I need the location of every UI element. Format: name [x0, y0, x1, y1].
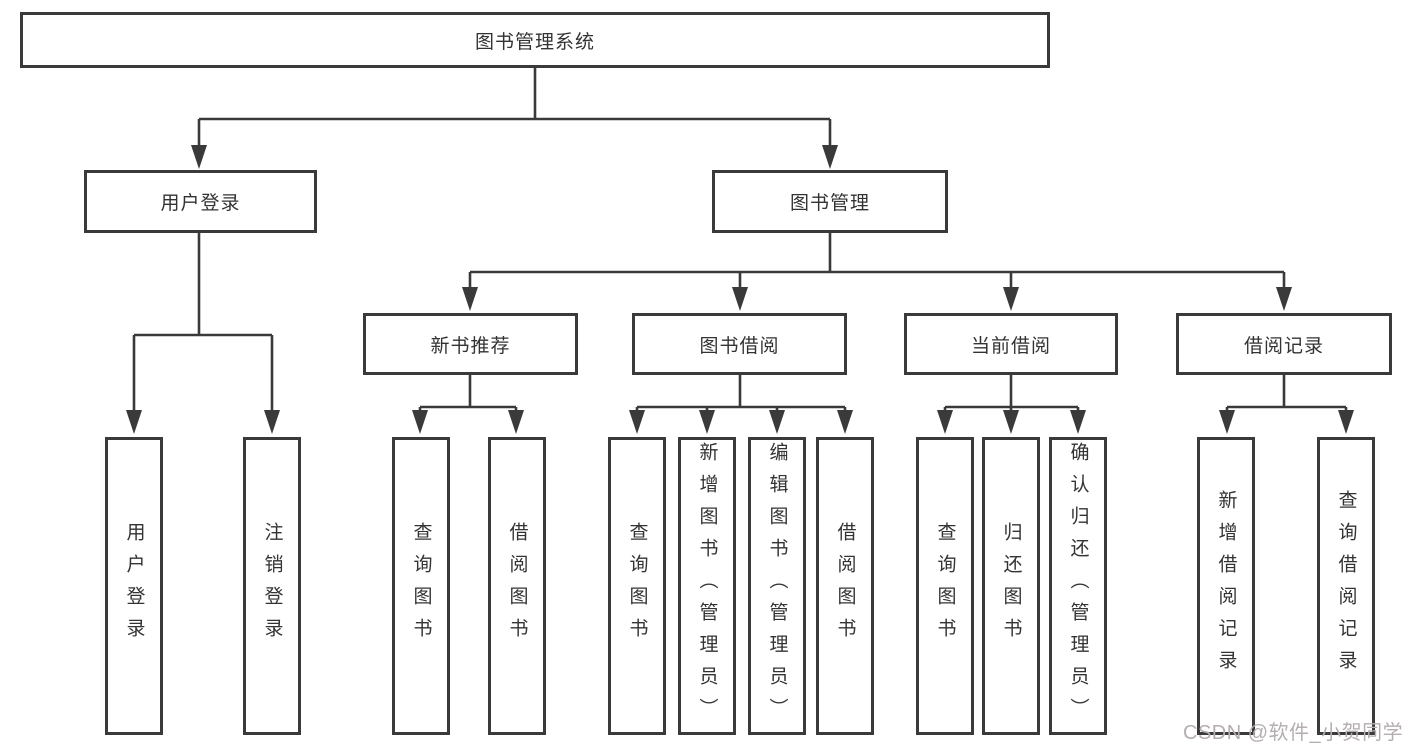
node-label: 查询图书	[410, 522, 432, 650]
connector-book-management-children	[468, 233, 1286, 290]
node-logout-leaf: 注销登录	[243, 437, 301, 735]
arrow-down-icon	[699, 410, 715, 434]
connector-book-borrowing-children	[635, 375, 847, 414]
node-label: 查询图书	[626, 522, 648, 650]
arrow-down-icon	[191, 145, 207, 169]
arrow-down-icon	[937, 410, 953, 434]
node-query-books-current: 查询图书	[916, 437, 974, 735]
arrow-down-icon	[508, 410, 524, 434]
node-system-root: 图书管理系统	[20, 12, 1050, 68]
arrow-down-icon	[629, 410, 645, 434]
arrow-down-icon	[1338, 410, 1354, 434]
connector-borrowing-records-children	[1225, 375, 1348, 414]
node-user-login-leaf: 用户登录	[105, 437, 163, 735]
node-label: 新增借阅记录	[1215, 490, 1237, 682]
node-add-borrow-record: 新增借阅记录	[1197, 437, 1255, 735]
connector-user-login-children	[132, 233, 274, 412]
arrow-down-icon	[837, 410, 853, 434]
node-label: 归还图书	[1000, 522, 1022, 650]
arrow-down-icon	[1003, 287, 1019, 311]
node-label: 编辑图书（管理员）	[766, 442, 788, 730]
node-label: 查询图书	[934, 522, 956, 650]
arrow-down-icon	[822, 145, 838, 169]
node-label: 查询借阅记录	[1335, 490, 1357, 682]
node-query-books-recommend: 查询图书	[392, 437, 450, 735]
node-current-borrowing: 当前借阅	[904, 313, 1118, 375]
arrow-down-icon	[1219, 410, 1235, 434]
node-borrow-books-recommend: 借阅图书	[488, 437, 546, 735]
node-edit-books-admin: 编辑图书（管理员）	[748, 437, 806, 735]
node-new-book-recommend: 新书推荐	[363, 313, 578, 375]
node-label: 用户登录	[160, 193, 241, 214]
arrow-down-icon	[462, 287, 478, 311]
node-add-books-admin: 新增图书（管理员）	[678, 437, 736, 735]
node-book-management: 图书管理	[712, 170, 948, 233]
arrow-down-icon	[1070, 410, 1086, 434]
connector-new-book-children	[418, 375, 518, 414]
node-label: 借阅图书	[506, 522, 528, 650]
node-label: 新书推荐	[430, 335, 511, 357]
watermark: CSDN @软件_小贺同学	[1183, 722, 1404, 744]
node-borrow-books-borrowing: 借阅图书	[816, 437, 874, 735]
arrow-down-icon	[769, 410, 785, 434]
node-query-borrow-record: 查询借阅记录	[1317, 437, 1375, 735]
node-query-books-borrowing: 查询图书	[608, 437, 666, 735]
arrow-down-icon	[1276, 287, 1292, 311]
arrow-down-icon	[264, 410, 280, 434]
connector-current-borrowing-children	[943, 375, 1080, 414]
node-label: 借阅图书	[834, 522, 856, 650]
node-borrowing-records: 借阅记录	[1176, 313, 1392, 375]
node-book-borrowing: 图书借阅	[632, 313, 847, 375]
node-user-login: 用户登录	[84, 170, 317, 233]
node-label: 图书管理	[789, 193, 870, 214]
node-label: 注销登录	[261, 522, 283, 650]
arrow-down-icon	[732, 287, 748, 311]
node-label: 新增图书（管理员）	[696, 442, 718, 730]
connector-root-to-level2	[197, 68, 832, 148]
node-label: 用户登录	[123, 522, 145, 650]
node-confirm-return-admin: 确认归还（管理员）	[1049, 437, 1107, 735]
arrow-down-icon	[126, 410, 142, 434]
node-label: 当前借阅	[970, 335, 1051, 357]
node-label: 图书借阅	[699, 335, 780, 357]
arrow-down-icon	[1003, 410, 1019, 434]
node-label: 借阅记录	[1243, 335, 1324, 357]
node-label: 确认归还（管理员）	[1067, 442, 1089, 730]
arrow-down-icon	[412, 410, 428, 434]
node-return-books: 归还图书	[982, 437, 1040, 735]
node-label: 图书管理系统	[474, 31, 595, 53]
